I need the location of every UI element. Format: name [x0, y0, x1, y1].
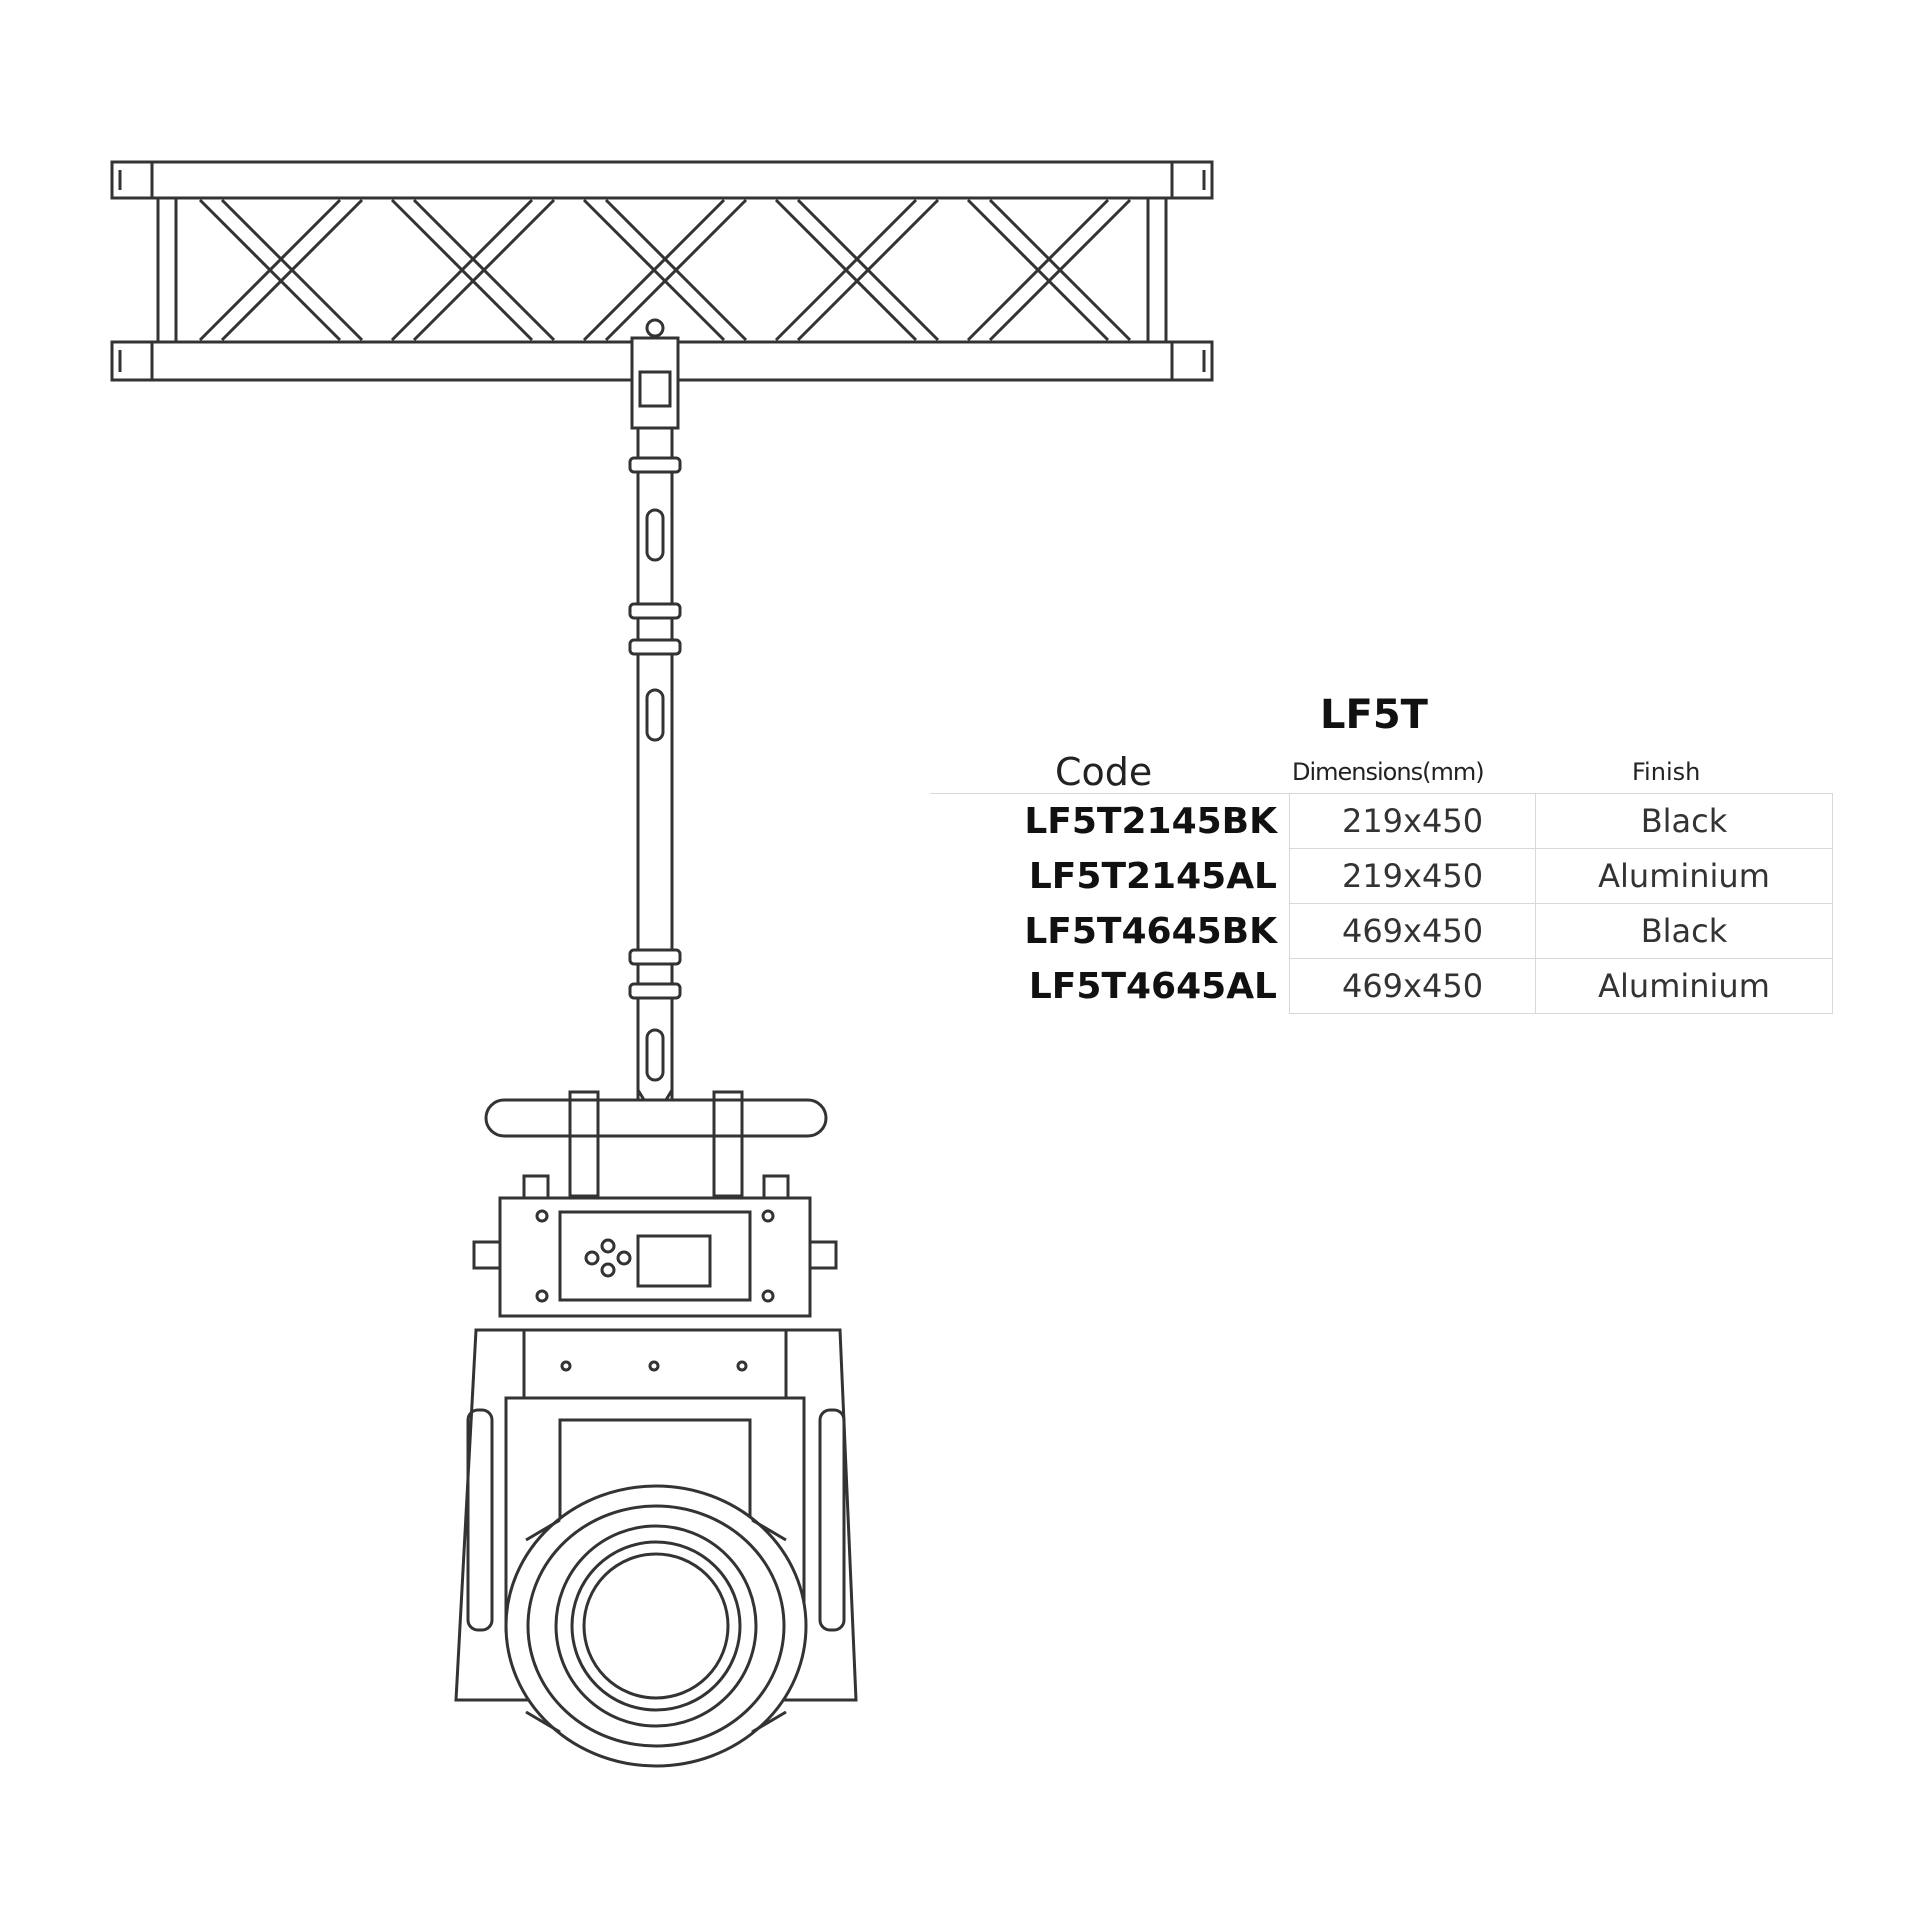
header-dimensions: Dimensions(mm) — [1292, 758, 1485, 786]
omega-bracket — [484, 1090, 828, 1200]
spec-table: LF5T2145BK 219x450 Black LF5T2145AL 219x… — [930, 793, 1833, 1014]
dimensions-cell: 219x450 — [1289, 793, 1536, 849]
dimensions-cell: 469x450 — [1289, 903, 1536, 959]
fixture-base — [472, 1196, 838, 1318]
table-row: LF5T4645AL 469x450 Aluminium — [930, 958, 1833, 1014]
spec-title: LF5T — [1320, 692, 1428, 738]
fixture-lens — [504, 1484, 808, 1768]
table-row: LF5T4645BK 469x450 Black — [930, 903, 1833, 959]
clamp-pole — [628, 318, 682, 1121]
table-row: LF5T2145AL 219x450 Aluminium — [930, 848, 1833, 904]
finish-cell: Black — [1535, 793, 1833, 849]
finish-cell: Aluminium — [1535, 958, 1833, 1014]
table-row: LF5T2145BK 219x450 Black — [930, 793, 1833, 849]
code-cell: LF5T4645BK — [1024, 910, 1277, 952]
finish-cell: Aluminium — [1535, 848, 1833, 904]
code-cell: LF5T2145BK — [930, 793, 1290, 849]
code-cell: LF5T2145AL — [1028, 855, 1277, 897]
dimensions-cell: 219x450 — [1289, 848, 1536, 904]
finish-cell: Black — [1535, 903, 1833, 959]
header-finish: Finish — [1632, 758, 1701, 786]
header-code: Code — [1055, 750, 1153, 794]
dimensions-cell: 469x450 — [1289, 958, 1536, 1014]
code-cell: LF5T4645AL — [1028, 965, 1277, 1007]
